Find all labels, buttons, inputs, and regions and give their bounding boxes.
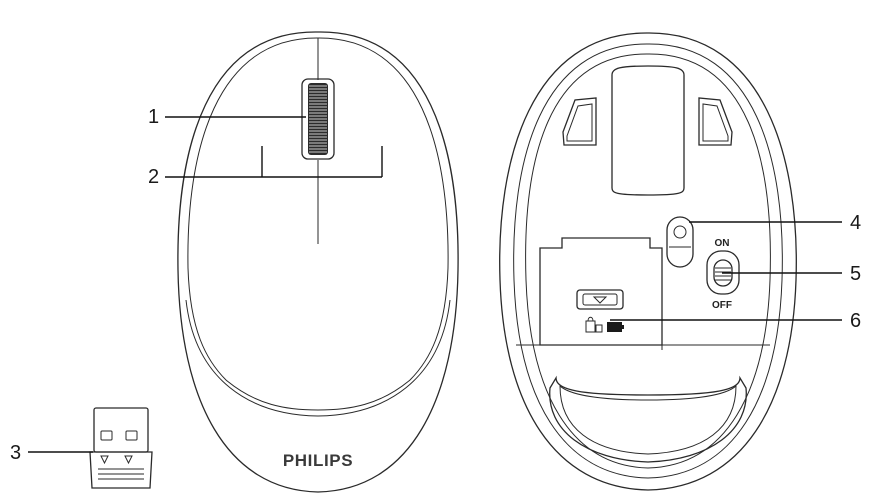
callout-3: 3 [10,442,93,464]
receiver-storage-icon [585,316,603,333]
callout-number-1: 1 [148,106,159,128]
callout-1: 1 [148,106,306,128]
right-foot [698,97,733,146]
mouse-top-inner-shell [187,37,449,411]
switch-off-label: OFF [712,300,732,311]
callout-number-6: 6 [850,310,861,332]
receiver-plug [93,407,149,453]
callout-5: 5 [722,263,861,285]
receiver-body [89,451,153,489]
mouse-top-grip-line [185,299,451,417]
callout-6: 6 [610,310,861,332]
callout-number-5: 5 [850,263,861,285]
mouse-top-outer-shell [177,31,459,493]
usb-receiver [89,407,153,489]
receiver-storage-slot [576,289,624,310]
callout-number-4: 4 [850,212,861,234]
battery-cover[interactable] [539,237,663,346]
scroll-wheel[interactable] [301,78,335,160]
callout-number-2: 2 [148,166,159,188]
callout-4: 4 [689,212,861,234]
brand-logo: PHILIPS [283,451,353,470]
mouse-bottom-inner-shell [513,43,783,479]
callout-2: 2 [148,146,383,188]
front-foot [549,375,747,463]
switch-on-label: ON [715,238,730,249]
battery-icon [607,322,624,332]
wheel-ridges [309,85,327,153]
mouse-bottom-view: ON OFF [499,32,797,491]
mouse-bottom-outer-shell [499,32,797,491]
left-foot [562,97,597,146]
optical-sensor [666,216,694,268]
mouse-top-view: PHILIPS [177,31,459,493]
rear-foot [611,65,685,196]
callout-number-3: 3 [10,442,21,464]
